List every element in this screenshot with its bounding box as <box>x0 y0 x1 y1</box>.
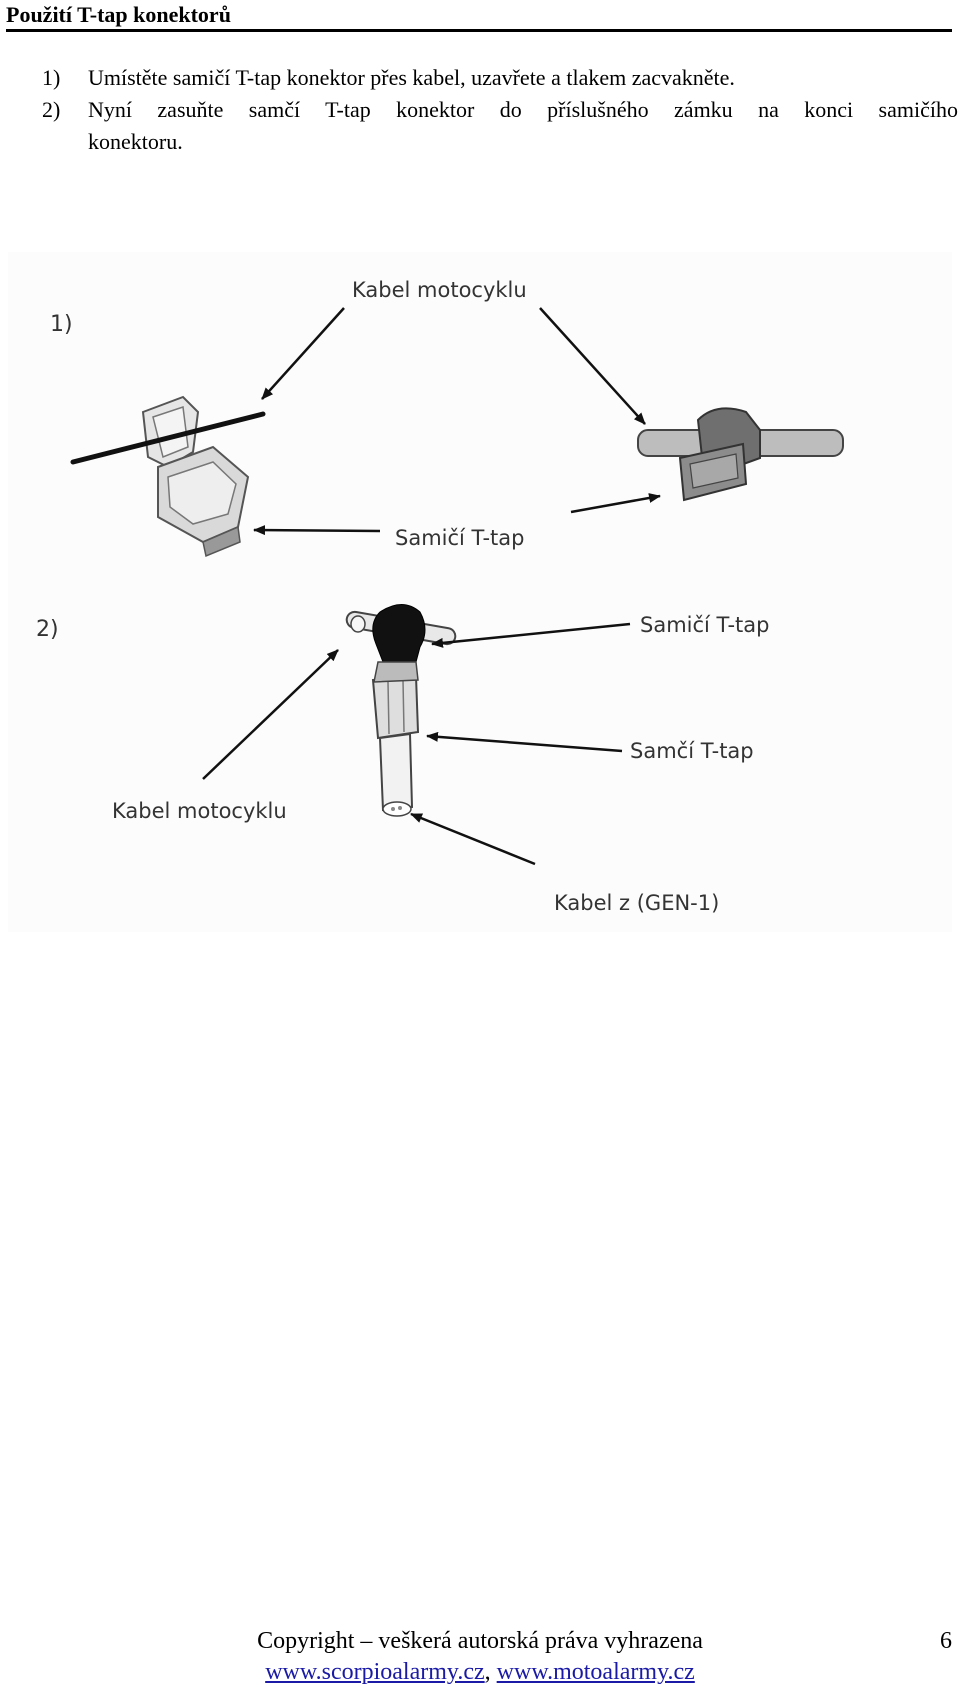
open-female-ttap-illustration <box>70 395 266 558</box>
step-text-continuation: konektoru. <box>88 129 183 154</box>
label-samici-ttap: Samičí T-tap <box>395 526 524 550</box>
motoalarmy-link[interactable]: www.motoalarmy.cz <box>496 1659 695 1685</box>
link-separator: , <box>484 1659 497 1685</box>
arrow-female-right <box>570 493 661 514</box>
step-text: Umístěte samičí T-tap konektor přes kabe… <box>88 65 735 90</box>
page-heading: Použití T-tap konektorů <box>6 2 952 32</box>
arrow-samici-2 <box>431 622 631 648</box>
closed-female-ttap-illustration <box>637 407 844 502</box>
instruction-step-2-continuation: konektoru. <box>42 126 958 158</box>
instruction-step-2: 2) Nyní zasuňte samčí T-tap konektor do … <box>42 94 958 126</box>
copyright-text: Copyright – veškerá autorská práva vyhra… <box>257 1628 703 1654</box>
ttap-diagram-svg: 1) 2) <box>36 278 844 915</box>
diagram-step-1-number: 1) <box>50 312 73 337</box>
step-number: 1) <box>42 65 61 90</box>
label-kabel-motocyklu: Kabel motocyklu <box>352 278 527 302</box>
step-text: Nyní zasuňte samčí T-tap konektor do pří… <box>88 97 958 122</box>
label-kabel-gen: Kabel z (GEN-1) <box>554 891 719 915</box>
assembled-ttap-illustration <box>345 604 457 817</box>
label-kabel-motocyklu: Kabel motocyklu <box>112 799 287 823</box>
arrow-gen <box>410 812 536 866</box>
scorpioalarmy-link[interactable]: www.scorpioalarmy.cz <box>265 1659 485 1685</box>
page-footer: Copyright – veškerá autorská práva vyhra… <box>0 1626 960 1688</box>
arrow-cable-2 <box>202 649 339 780</box>
instruction-step-1: 1) Umístěte samičí T-tap konektor přes k… <box>42 62 958 94</box>
label-samici-ttap: Samičí T-tap <box>640 613 769 637</box>
label-samci-ttap: Samčí T-tap <box>630 739 754 763</box>
ttap-diagram: 1) 2) <box>8 252 952 932</box>
arrow-female-left <box>253 525 381 536</box>
footer-links: www.scorpioalarmy.cz, www.motoalarmy.cz <box>265 1659 695 1685</box>
pointer-arrows <box>202 307 661 866</box>
diagram-step-2-number: 2) <box>36 617 59 642</box>
arrow-samci <box>426 731 623 753</box>
arrow-cable-left <box>261 307 345 400</box>
page-number: 6 <box>940 1628 952 1654</box>
step-number: 2) <box>42 97 61 122</box>
arrow-cable-right <box>539 307 646 425</box>
cable-line <box>70 411 266 465</box>
instruction-list: 1) Umístěte samičí T-tap konektor přes k… <box>42 62 958 158</box>
